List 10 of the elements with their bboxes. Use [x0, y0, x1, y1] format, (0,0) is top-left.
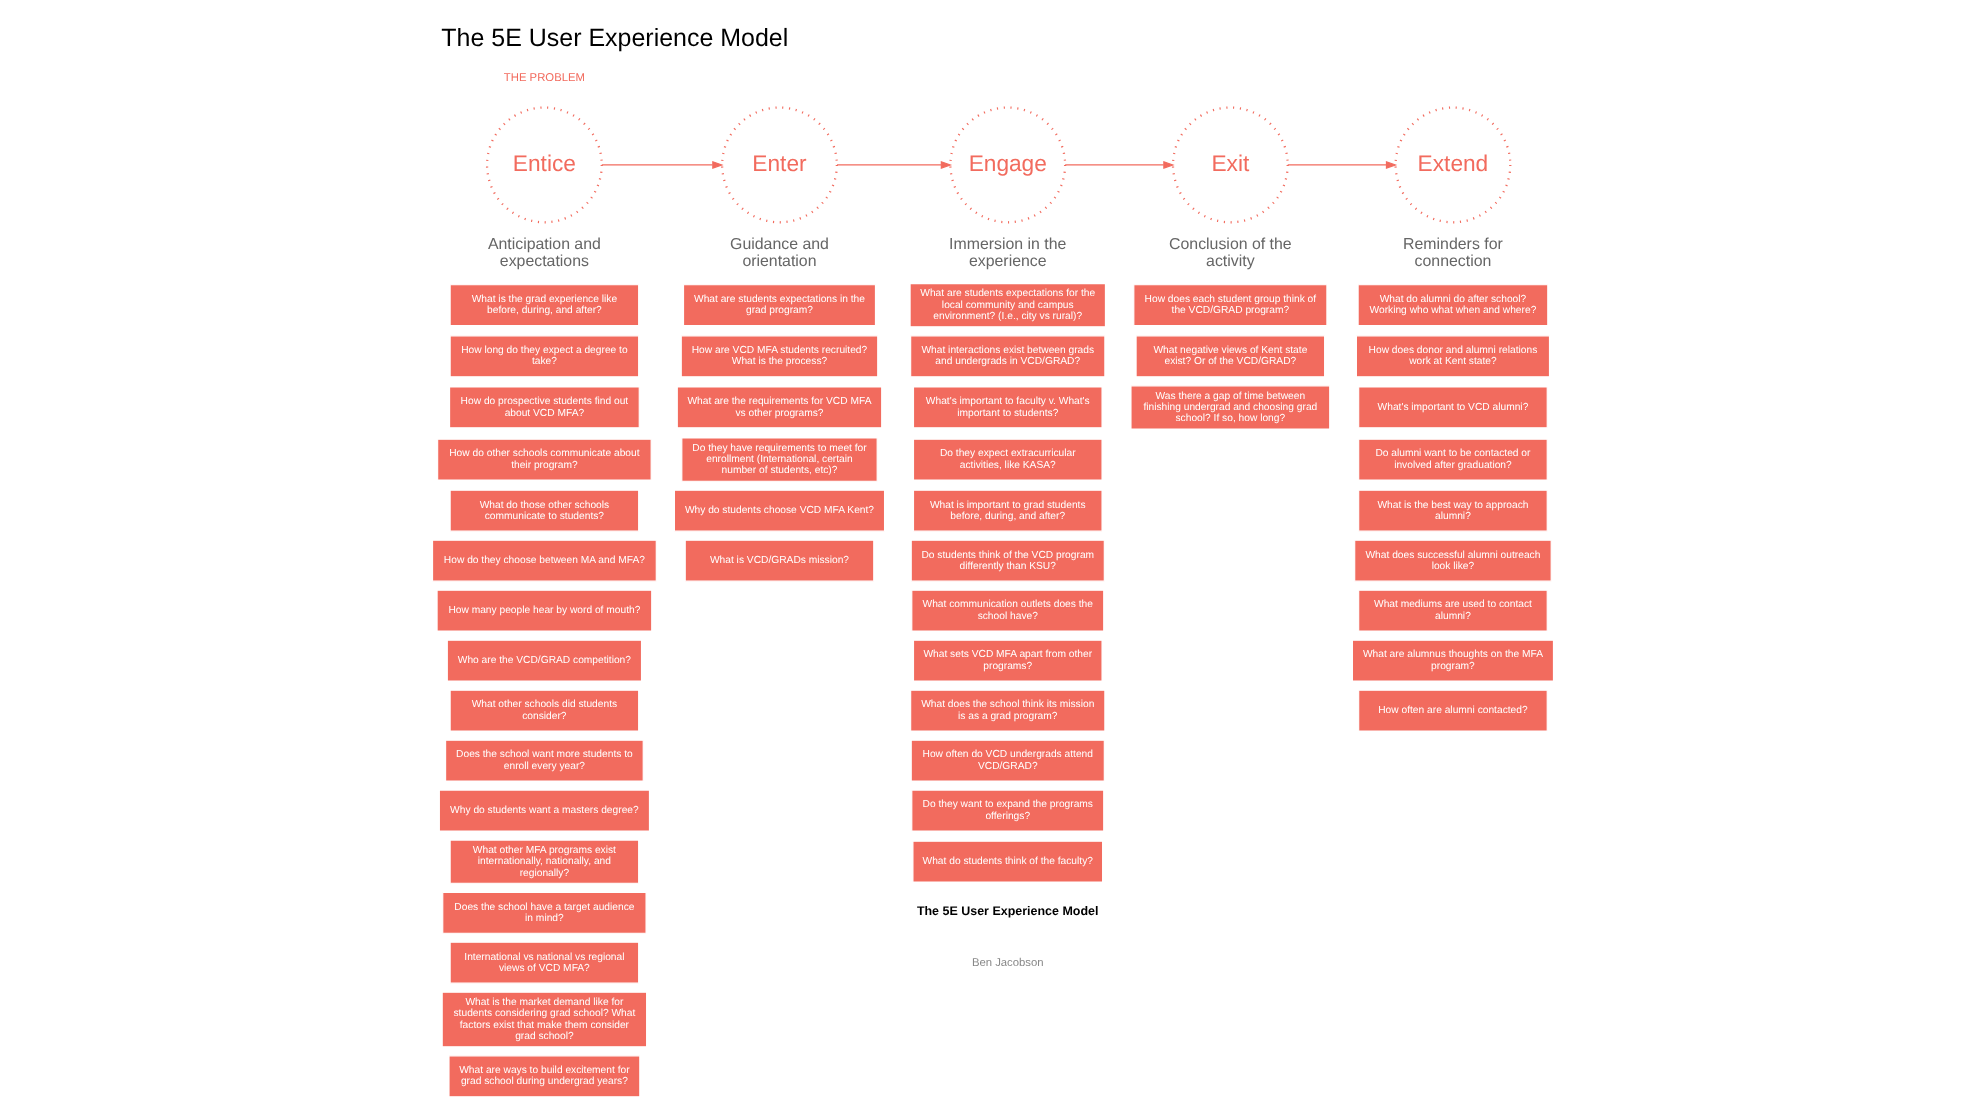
diagram-title: The 5E User Experience Model: [441, 23, 789, 52]
arrow: [1064, 160, 1175, 169]
node-circle: Extend: [1394, 106, 1512, 224]
node-circle: Enter: [721, 106, 838, 224]
arrow: [1287, 160, 1398, 169]
node-circle: Engage: [949, 106, 1067, 224]
node-circle: Entice: [485, 106, 603, 224]
arrow: [836, 160, 953, 169]
node-circle: Exit: [1171, 106, 1289, 224]
arrow: [601, 160, 724, 169]
